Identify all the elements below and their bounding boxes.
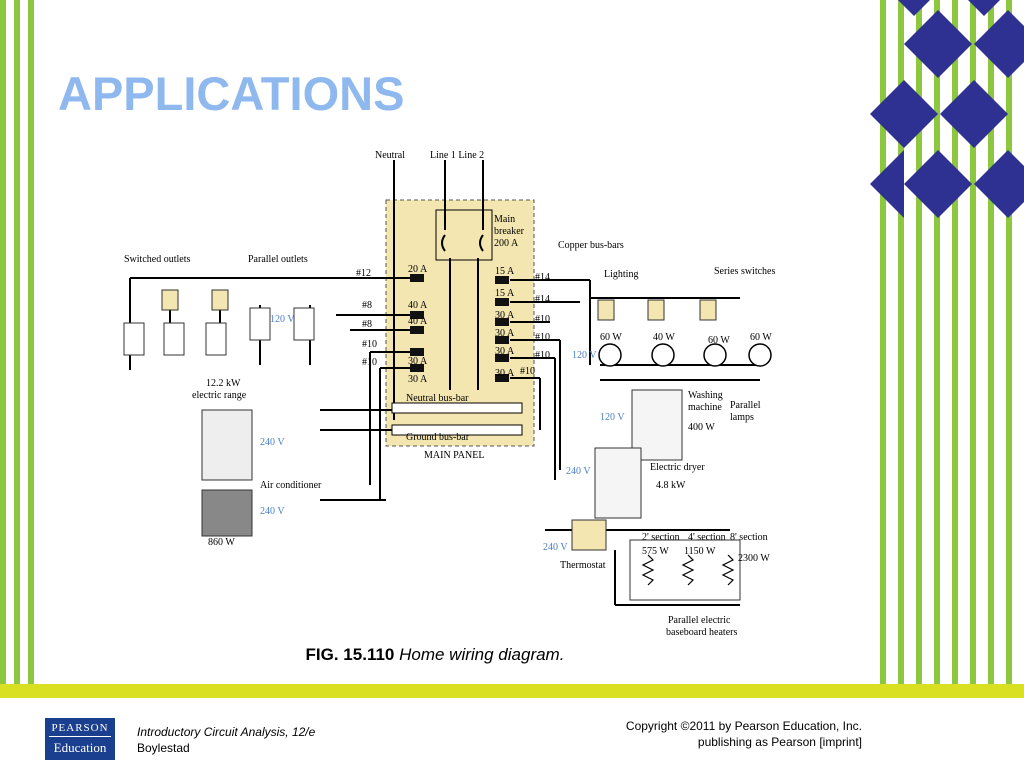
label-section-3: 8' section — [730, 532, 768, 543]
label-series-switches: Series switches — [714, 266, 775, 277]
label-copper-bus-bars: Copper bus-bars — [558, 240, 624, 251]
label-section-2-power: 1150 W — [684, 546, 716, 557]
label-120v-outlet: 120 V — [270, 314, 295, 325]
label-wire-10e: #10 — [535, 350, 550, 361]
logo-line-1: PEARSON — [49, 718, 111, 737]
label-neutral-bus-bar: Neutral bus-bar — [406, 393, 469, 404]
label-breaker-15a-2: 15 A — [495, 288, 515, 299]
label-wire-10c: #10 — [535, 314, 550, 325]
copyright-line-2: publishing as Pearson [imprint] — [697, 735, 862, 749]
label-wire-10f: #10 — [520, 366, 535, 377]
right-decoration — [870, 0, 1024, 686]
label-thermostat: Thermostat — [560, 560, 606, 571]
label-breaker-40a-2: 40 A — [408, 316, 428, 327]
label-breaker-30a-3: 30 A — [495, 310, 515, 321]
label-lighting: Lighting — [604, 269, 638, 280]
label-120v-lamp: 120 V — [572, 350, 597, 361]
label-dryer: Electric dryer — [650, 462, 705, 473]
label-breaker-30a-2: 30 A — [408, 374, 428, 385]
label-ac-power: 860 W — [208, 537, 235, 548]
label-breaker-30a-6: 30 A — [495, 368, 515, 379]
label-heaters-1: Parallel electric — [668, 615, 731, 626]
label-washing-power: 400 W — [688, 422, 715, 433]
label-washing-1: Washing — [688, 390, 723, 401]
label-breaker-30a-1: 30 A — [408, 356, 428, 367]
label-heaters-2: baseboard heaters — [666, 627, 737, 638]
heaters-box — [629, 539, 741, 601]
label-air-conditioner: Air conditioner — [260, 480, 322, 491]
label-main-breaker-1: Main — [494, 214, 515, 225]
book-author: Boylestad — [137, 741, 190, 755]
label-ground-bus-bar: Ground bus-bar — [406, 432, 470, 443]
home-wiring-diagram: Neutral Line 1 Line 2 Main breaker 200 A… — [123, 150, 775, 638]
label-240v-heater: 240 V — [543, 542, 568, 553]
label-main-breaker-2: breaker — [494, 226, 525, 237]
label-main-panel: MAIN PANEL — [424, 450, 484, 461]
label-switched-outlets: Switched outlets — [124, 254, 190, 265]
label-parallel-lamps-1: Parallel — [730, 400, 761, 411]
left-stripe-3 — [28, 0, 34, 685]
label-main-breaker-3: 200 A — [494, 238, 519, 249]
label-lamp-1: 60 W — [600, 332, 622, 343]
figure-caption: FIG. 15.110 Home wiring diagram. — [0, 645, 870, 665]
label-wire-14b: #14 — [535, 294, 550, 305]
book-info: Introductory Circuit Analysis, 12/e Boyl… — [137, 724, 315, 756]
copyright-line-1: Copyright ©2011 by Pearson Education, In… — [625, 719, 862, 733]
label-section-3-power: 2300 W — [738, 553, 770, 564]
label-lamp-2: 40 W — [653, 332, 675, 343]
label-120v-washer: 120 V — [600, 412, 625, 423]
label-breaker-30a-4: 30 A — [495, 328, 515, 339]
caption-fig-number: FIG. 15.110 — [305, 645, 395, 664]
left-stripe-2 — [14, 0, 20, 685]
electric-dryer — [594, 447, 642, 519]
label-240v-ac: 240 V — [260, 506, 285, 517]
label-wire-14a: #14 — [535, 272, 550, 283]
label-range-1: 12.2 kW — [206, 378, 241, 389]
label-wire-10b: #10 — [362, 357, 377, 368]
label-dryer-power: 4.8 kW — [656, 480, 686, 491]
pearson-logo: PEARSON Education — [45, 718, 115, 760]
book-title: Introductory Circuit Analysis, 12/e — [137, 725, 316, 739]
label-wire-10a: #10 — [362, 339, 377, 350]
label-wire-8b: #8 — [362, 319, 372, 330]
label-breaker-40a-1: 40 A — [408, 300, 428, 311]
label-section-1-power: 575 W — [642, 546, 669, 557]
label-neutral: Neutral — [375, 150, 405, 161]
slide-title: APPLICATIONS — [58, 67, 405, 120]
label-parallel-lamps-2: lamps — [730, 412, 754, 423]
label-parallel-outlets: Parallel outlets — [248, 254, 308, 265]
left-stripe-1 — [0, 0, 6, 685]
caption-text: Home wiring diagram. — [399, 645, 565, 664]
label-lamp-4: 60 W — [750, 332, 772, 343]
label-lamp-3: 60 W — [708, 335, 730, 346]
label-breaker-20a: 20 A — [408, 264, 428, 275]
copyright: Copyright ©2011 by Pearson Education, In… — [626, 718, 862, 750]
label-wire-8a: #8 — [362, 300, 372, 311]
label-washing-2: machine — [688, 402, 722, 413]
label-breaker-15a-1: 15 A — [495, 266, 515, 277]
label-section-1: 2' section — [642, 532, 680, 543]
label-wire-12: #12 — [356, 268, 371, 279]
label-lines: Line 1 Line 2 — [430, 150, 484, 161]
logo-line-2: Education — [53, 740, 107, 755]
air-conditioner — [201, 489, 253, 537]
electric-range — [201, 409, 253, 481]
label-breaker-30a-5: 30 A — [495, 346, 515, 357]
label-section-2: 4' section — [688, 532, 726, 543]
label-range-2: electric range — [192, 390, 247, 401]
label-wire-10d: #10 — [535, 332, 550, 343]
bottom-bar — [0, 684, 1024, 698]
label-240v-range: 240 V — [260, 437, 285, 448]
label-240v-dryer: 240 V — [566, 466, 591, 477]
thermostat-box — [571, 519, 607, 551]
